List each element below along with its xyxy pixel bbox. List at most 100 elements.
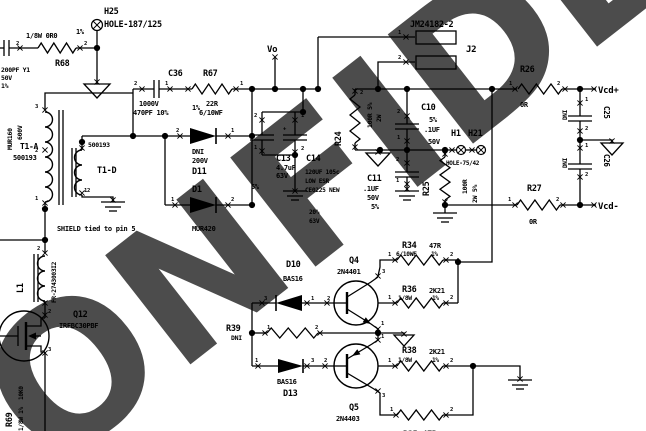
t1a-part: 500193 bbox=[13, 154, 37, 162]
pin-x-mark bbox=[591, 86, 597, 92]
pin-number: 2 bbox=[556, 197, 559, 203]
r38-tol: 1% bbox=[432, 357, 439, 364]
pin-number: 2 bbox=[398, 55, 401, 61]
junction-dot bbox=[41, 205, 49, 213]
pin-number: 1 bbox=[301, 113, 305, 119]
resistor-symbol bbox=[396, 253, 444, 267]
junction-dot bbox=[374, 329, 382, 337]
pin-number: 1 bbox=[508, 197, 512, 203]
r25-val: 100R bbox=[461, 179, 469, 194]
q5-part: 2N4403 bbox=[336, 415, 360, 423]
r36-val: 2K21 bbox=[429, 287, 445, 295]
wire bbox=[81, 195, 114, 202]
q12-part: IRFBC30PBF bbox=[59, 322, 98, 330]
l1-coil bbox=[36, 255, 46, 302]
pin-x-mark bbox=[79, 190, 85, 196]
pin-x-mark bbox=[469, 147, 475, 153]
c25-ref: C25 bbox=[602, 106, 611, 119]
pin-x-mark bbox=[17, 45, 23, 51]
pin-x-mark bbox=[324, 300, 330, 306]
pin-x-mark bbox=[404, 186, 410, 192]
r67-spec: 6/10WF bbox=[199, 109, 223, 117]
pin-number: 1 bbox=[240, 81, 244, 87]
pin-x-mark bbox=[292, 188, 298, 194]
pin-x-mark bbox=[404, 181, 410, 187]
d11-dni: DNI bbox=[192, 148, 204, 156]
c26-ref: C26 bbox=[602, 154, 611, 167]
wire bbox=[473, 365, 521, 380]
pin-number: 2 bbox=[557, 81, 560, 87]
r25-ref: R25 bbox=[422, 181, 432, 196]
pin-x-mark bbox=[139, 86, 145, 92]
pin-number: 2 bbox=[16, 41, 19, 47]
mur-part: MUR160 bbox=[6, 128, 14, 150]
junction-dot bbox=[576, 85, 584, 93]
pin-x-mark bbox=[401, 331, 407, 337]
r67-val: 22R bbox=[206, 100, 219, 108]
h25-part: HOLE-187/125 bbox=[104, 20, 162, 30]
pin-x-mark bbox=[562, 86, 568, 92]
ground-arrow bbox=[599, 142, 625, 156]
pin-number: 3 bbox=[35, 104, 38, 110]
t1a-coil bbox=[44, 111, 54, 203]
pin-x-mark bbox=[392, 300, 398, 306]
pin-number: 1 bbox=[388, 358, 392, 364]
resistor-symbol bbox=[37, 41, 77, 55]
junction-dot bbox=[161, 132, 169, 140]
pin-number: 2 bbox=[324, 358, 327, 364]
diode-symbol bbox=[190, 197, 216, 213]
vcd-plus: Vcd+ bbox=[598, 86, 619, 96]
pin-number: + bbox=[283, 126, 287, 132]
c10-volt: 50V bbox=[428, 138, 441, 146]
c10-val: .1UF bbox=[424, 126, 440, 134]
mosfet-arrow bbox=[28, 332, 36, 340]
pin-x-mark bbox=[443, 363, 449, 369]
wire bbox=[346, 339, 379, 360]
pin-x-mark bbox=[442, 151, 448, 157]
r26-val: 0R bbox=[520, 101, 529, 109]
junction-dot bbox=[576, 136, 584, 144]
wire bbox=[346, 308, 379, 330]
pin-x-mark bbox=[577, 145, 583, 151]
c36-volt: 1000V bbox=[139, 100, 160, 108]
pin-number: 1 bbox=[398, 30, 402, 36]
resistor-symbol bbox=[396, 408, 444, 422]
transistor-q4-body bbox=[333, 280, 379, 326]
pin-number: 2 bbox=[450, 407, 453, 413]
pin-x-mark bbox=[560, 202, 566, 208]
y1-volt: 50V bbox=[1, 74, 12, 82]
r69-spec: 1/8W 1% bbox=[18, 406, 25, 431]
junction-dot bbox=[469, 362, 477, 370]
pin-x-mark bbox=[304, 363, 310, 369]
c10-ref: C10 bbox=[421, 103, 436, 113]
d1-part: MUR420 bbox=[192, 225, 216, 233]
pin-x-mark bbox=[512, 86, 518, 92]
pin-x-mark bbox=[42, 250, 48, 256]
resistor-symbol bbox=[191, 82, 233, 96]
resistor-symbol bbox=[517, 82, 563, 96]
pin-x-mark bbox=[375, 149, 381, 155]
r34-ref: R34 bbox=[402, 241, 417, 251]
q5-ref: Q5 bbox=[349, 403, 359, 413]
ground-arrow bbox=[392, 334, 416, 347]
pin-x-mark bbox=[375, 326, 381, 332]
junction-dot bbox=[374, 85, 382, 93]
r27-val: 0R bbox=[529, 218, 538, 226]
c26-dni: DNI bbox=[562, 157, 569, 168]
pin-x-mark bbox=[42, 312, 48, 318]
pin-x-mark bbox=[392, 257, 398, 263]
q12-ref: Q12 bbox=[73, 310, 88, 320]
pin-x-mark bbox=[392, 363, 398, 369]
h21-ref: H21 bbox=[468, 129, 483, 139]
c36-spec: 470PF 10% bbox=[133, 109, 169, 117]
h21-hole-icon bbox=[477, 146, 485, 154]
r39-ref: R39 bbox=[226, 324, 241, 334]
r67-tol: 1% bbox=[192, 104, 201, 112]
diode-symbol bbox=[276, 295, 302, 311]
r69-ref: R69 bbox=[5, 412, 15, 427]
pin-x-mark bbox=[322, 363, 328, 369]
c14-volt: 63V bbox=[309, 218, 320, 225]
junction-dot bbox=[129, 132, 137, 140]
junction-dot bbox=[299, 108, 307, 116]
pin-x-mark bbox=[577, 174, 583, 180]
